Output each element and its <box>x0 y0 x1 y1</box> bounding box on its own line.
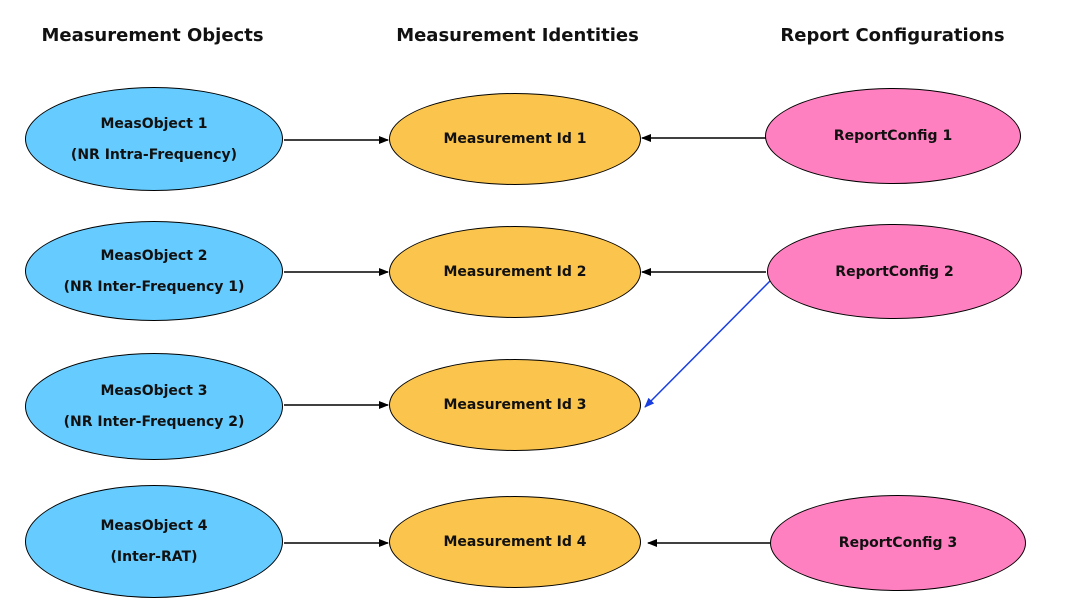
reportconfig-3-node: ReportConfig 3 <box>770 495 1026 591</box>
measobject-4-node: MeasObject 4 (Inter-RAT) <box>25 485 283 598</box>
measurement-id-2-label: Measurement Id 2 <box>443 264 587 280</box>
measobject-3-node: MeasObject 3 (NR Inter-Frequency 2) <box>25 353 283 460</box>
measurement-id-4-node: Measurement Id 4 <box>389 496 641 588</box>
measobject-2-node: MeasObject 2 (NR Inter-Frequency 1) <box>25 221 283 321</box>
measurement-id-1-label: Measurement Id 1 <box>443 131 587 147</box>
measobject-1-subtitle: (NR Intra-Frequency) <box>70 146 238 163</box>
measobject-3-subtitle: (NR Inter-Frequency 2) <box>63 414 245 430</box>
reportconfig-1-label: ReportConfig 1 <box>833 128 953 144</box>
link-reportconfig2-to-measid3 <box>644 280 771 408</box>
measobject-3-title: MeasObject 3 <box>100 383 208 399</box>
measobject-4-title: MeasObject 4 <box>100 518 208 534</box>
measurement-id-1-node: Measurement Id 1 <box>389 93 641 185</box>
measurement-id-3-label: Measurement Id 3 <box>443 397 587 413</box>
measurement-identities-header: Measurement Identities <box>396 25 639 46</box>
reportconfig-2-label: ReportConfig 2 <box>835 263 954 280</box>
measobject-2-title: MeasObject 2 <box>100 247 208 264</box>
measurement-id-2-node: Measurement Id 2 <box>389 226 641 318</box>
measurement-id-3-node: Measurement Id 3 <box>389 359 641 451</box>
reportconfig-3-label: ReportConfig 3 <box>838 535 958 551</box>
measobject-2-subtitle: (NR Inter-Frequency 1) <box>63 278 245 295</box>
measobject-1-node: MeasObject 1 (NR Intra-Frequency) <box>25 87 283 191</box>
measobject-1-title: MeasObject 1 <box>100 115 208 132</box>
measurement-objects-header: Measurement Objects <box>41 25 264 46</box>
report-configurations-header: Report Configurations <box>780 25 1005 46</box>
measobject-4-subtitle: (Inter-RAT) <box>110 549 198 565</box>
measurement-id-4-label: Measurement Id 4 <box>443 534 587 550</box>
reportconfig-1-node: ReportConfig 1 <box>765 88 1021 184</box>
reportconfig-2-node: ReportConfig 2 <box>767 224 1022 319</box>
